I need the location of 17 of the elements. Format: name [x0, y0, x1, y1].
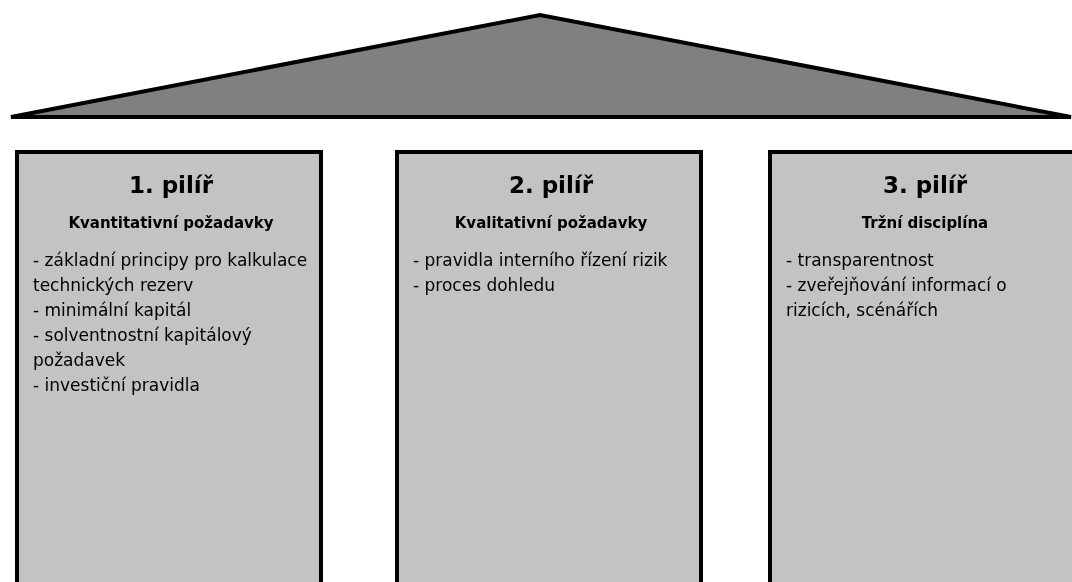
pillar-heading: 3. pilíř — [881, 172, 969, 198]
pillar-heading: 1. pilíř — [127, 172, 215, 198]
pillar-box — [15, 150, 323, 582]
list-item: - proces dohledu — [413, 274, 557, 297]
pillar-subtitle: Tržní disciplína — [860, 214, 990, 232]
pillar-box — [768, 150, 1072, 582]
pillar-subtitle: Kvantitativní požadavky — [67, 214, 275, 232]
pillar-box — [395, 150, 703, 582]
list-item: - zveřejňování informací o rizicích, scénářích — [786, 274, 1008, 322]
pillar-subtitle: Kvalitativní požadavky — [453, 214, 649, 232]
list-item: - investiční pravidla — [33, 374, 201, 397]
list-item: - pravidla interního řízení rizik — [413, 249, 669, 272]
pillar-heading: 2. pilíř — [507, 172, 595, 198]
list-item: - transparentnost — [786, 249, 935, 272]
list-item: - minimální kapitál — [33, 299, 193, 322]
list-item: - solventnostní kapitálový požadavek — [33, 324, 253, 372]
list-item: - základní principy pro kalkulace technických rezerv — [33, 249, 309, 297]
